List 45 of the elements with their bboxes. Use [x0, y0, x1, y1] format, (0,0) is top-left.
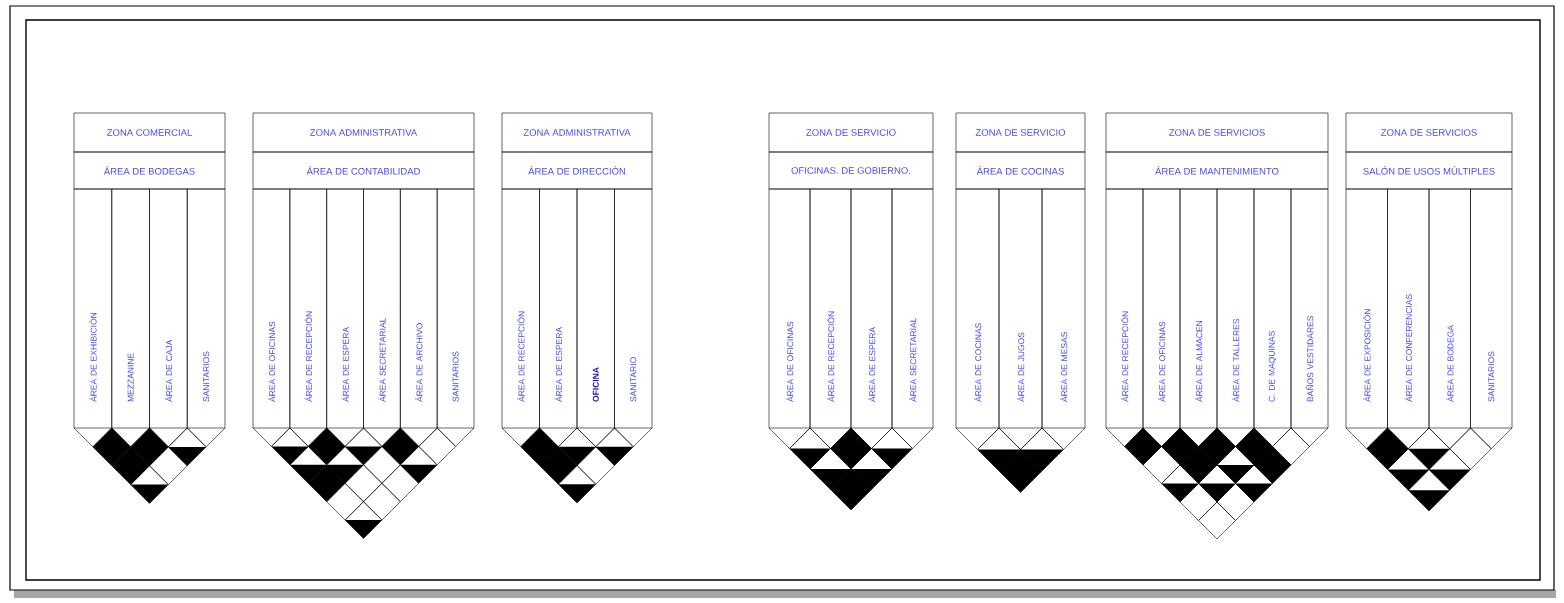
column-box: ÁREA DE OFICINAS	[1142, 188, 1181, 429]
header-box: ZONA DE SERVICIOS	[1345, 112, 1513, 153]
column-box: ÁREA DE BODEGA	[1428, 188, 1471, 429]
column-box: C. DE MAQUINAS	[1253, 188, 1292, 429]
column-box: ÁREA DE RECEPCIÓN	[289, 188, 327, 429]
column-box: OFICINA	[576, 188, 615, 429]
column-box: ÁREA DE CAJA	[149, 188, 188, 429]
column-box: ÁREA DE RECEPCIÓN	[1105, 188, 1144, 429]
column-box: ÁREA SECRETARIAL	[891, 188, 934, 429]
column-box: ÁREA DE RECEPCIÓN	[501, 188, 540, 429]
column-box: ÁREA DE ARCHIVO	[400, 188, 438, 429]
column-box: ÁREA DE MESAS	[1041, 188, 1086, 429]
column-box: ÁREA DE OFICINAS	[252, 188, 291, 429]
column-box: SANITARIOS	[1470, 188, 1513, 429]
column-box: ÁREA DE EXPOSICIÓN	[1345, 188, 1388, 429]
column-box: ÁREA DE EXHIBICIÓN	[73, 188, 113, 429]
column-box: ÁREA DE ESPERA	[539, 188, 578, 429]
header-box: ÁREA DE CONTABILIDAD	[252, 151, 475, 190]
header-box: OFICINAS. DE GOBIERNO.	[768, 151, 934, 190]
column-box: ÁREA DE TALLERES	[1216, 188, 1255, 429]
column-box: ÁREA DE ALMACEN	[1179, 188, 1218, 429]
header-box: ZONA ADMINISTRATIVA	[252, 112, 475, 153]
column-box: ÁREA DE COCINAS	[955, 188, 1000, 429]
header-box: ZONA DE SERVICIO	[768, 112, 934, 153]
column-box: ÁREA DE CONFERENCIAS	[1387, 188, 1430, 429]
header-box: ZONA DE SERVICIOS	[1105, 112, 1329, 153]
header-box: ÁREA DE MANTENIMIENTO	[1105, 151, 1329, 190]
header-box: ÁREA DE BODEGAS	[73, 151, 226, 190]
header-box: ÁREA DE DIRECCIÓN	[501, 151, 653, 190]
header-box: ZONA COMERCIAL	[73, 112, 226, 153]
column-box: ÁREA DE ESPERA	[850, 188, 893, 429]
column-box: SANITARIO	[614, 188, 653, 429]
header-box: ÁREA DE COCINAS	[955, 151, 1086, 190]
header-box: ZONA ADMINISTRATIVA	[501, 112, 653, 153]
column-box: SANITARIOS	[186, 188, 226, 429]
column-box: ÁREA DE RECEPCIÓN	[809, 188, 852, 429]
header-box: ZONA DE SERVICIO	[955, 112, 1086, 153]
column-box: MEZZANINE	[111, 188, 150, 429]
column-box: ÁREA DE JUGOS	[998, 188, 1043, 429]
column-box: ÁREA DE OFICINAS	[768, 188, 811, 429]
header-box: SALÓN DE USOS MÚLTIPLES	[1345, 151, 1513, 190]
column-box: ÁREA DE ESPERA	[326, 188, 364, 429]
column-box: BAÑOS VESTIDARES	[1290, 188, 1329, 429]
column-box: ÁREA SECRETARIAL	[363, 188, 401, 429]
column-box: SANITARIOS	[436, 188, 475, 429]
